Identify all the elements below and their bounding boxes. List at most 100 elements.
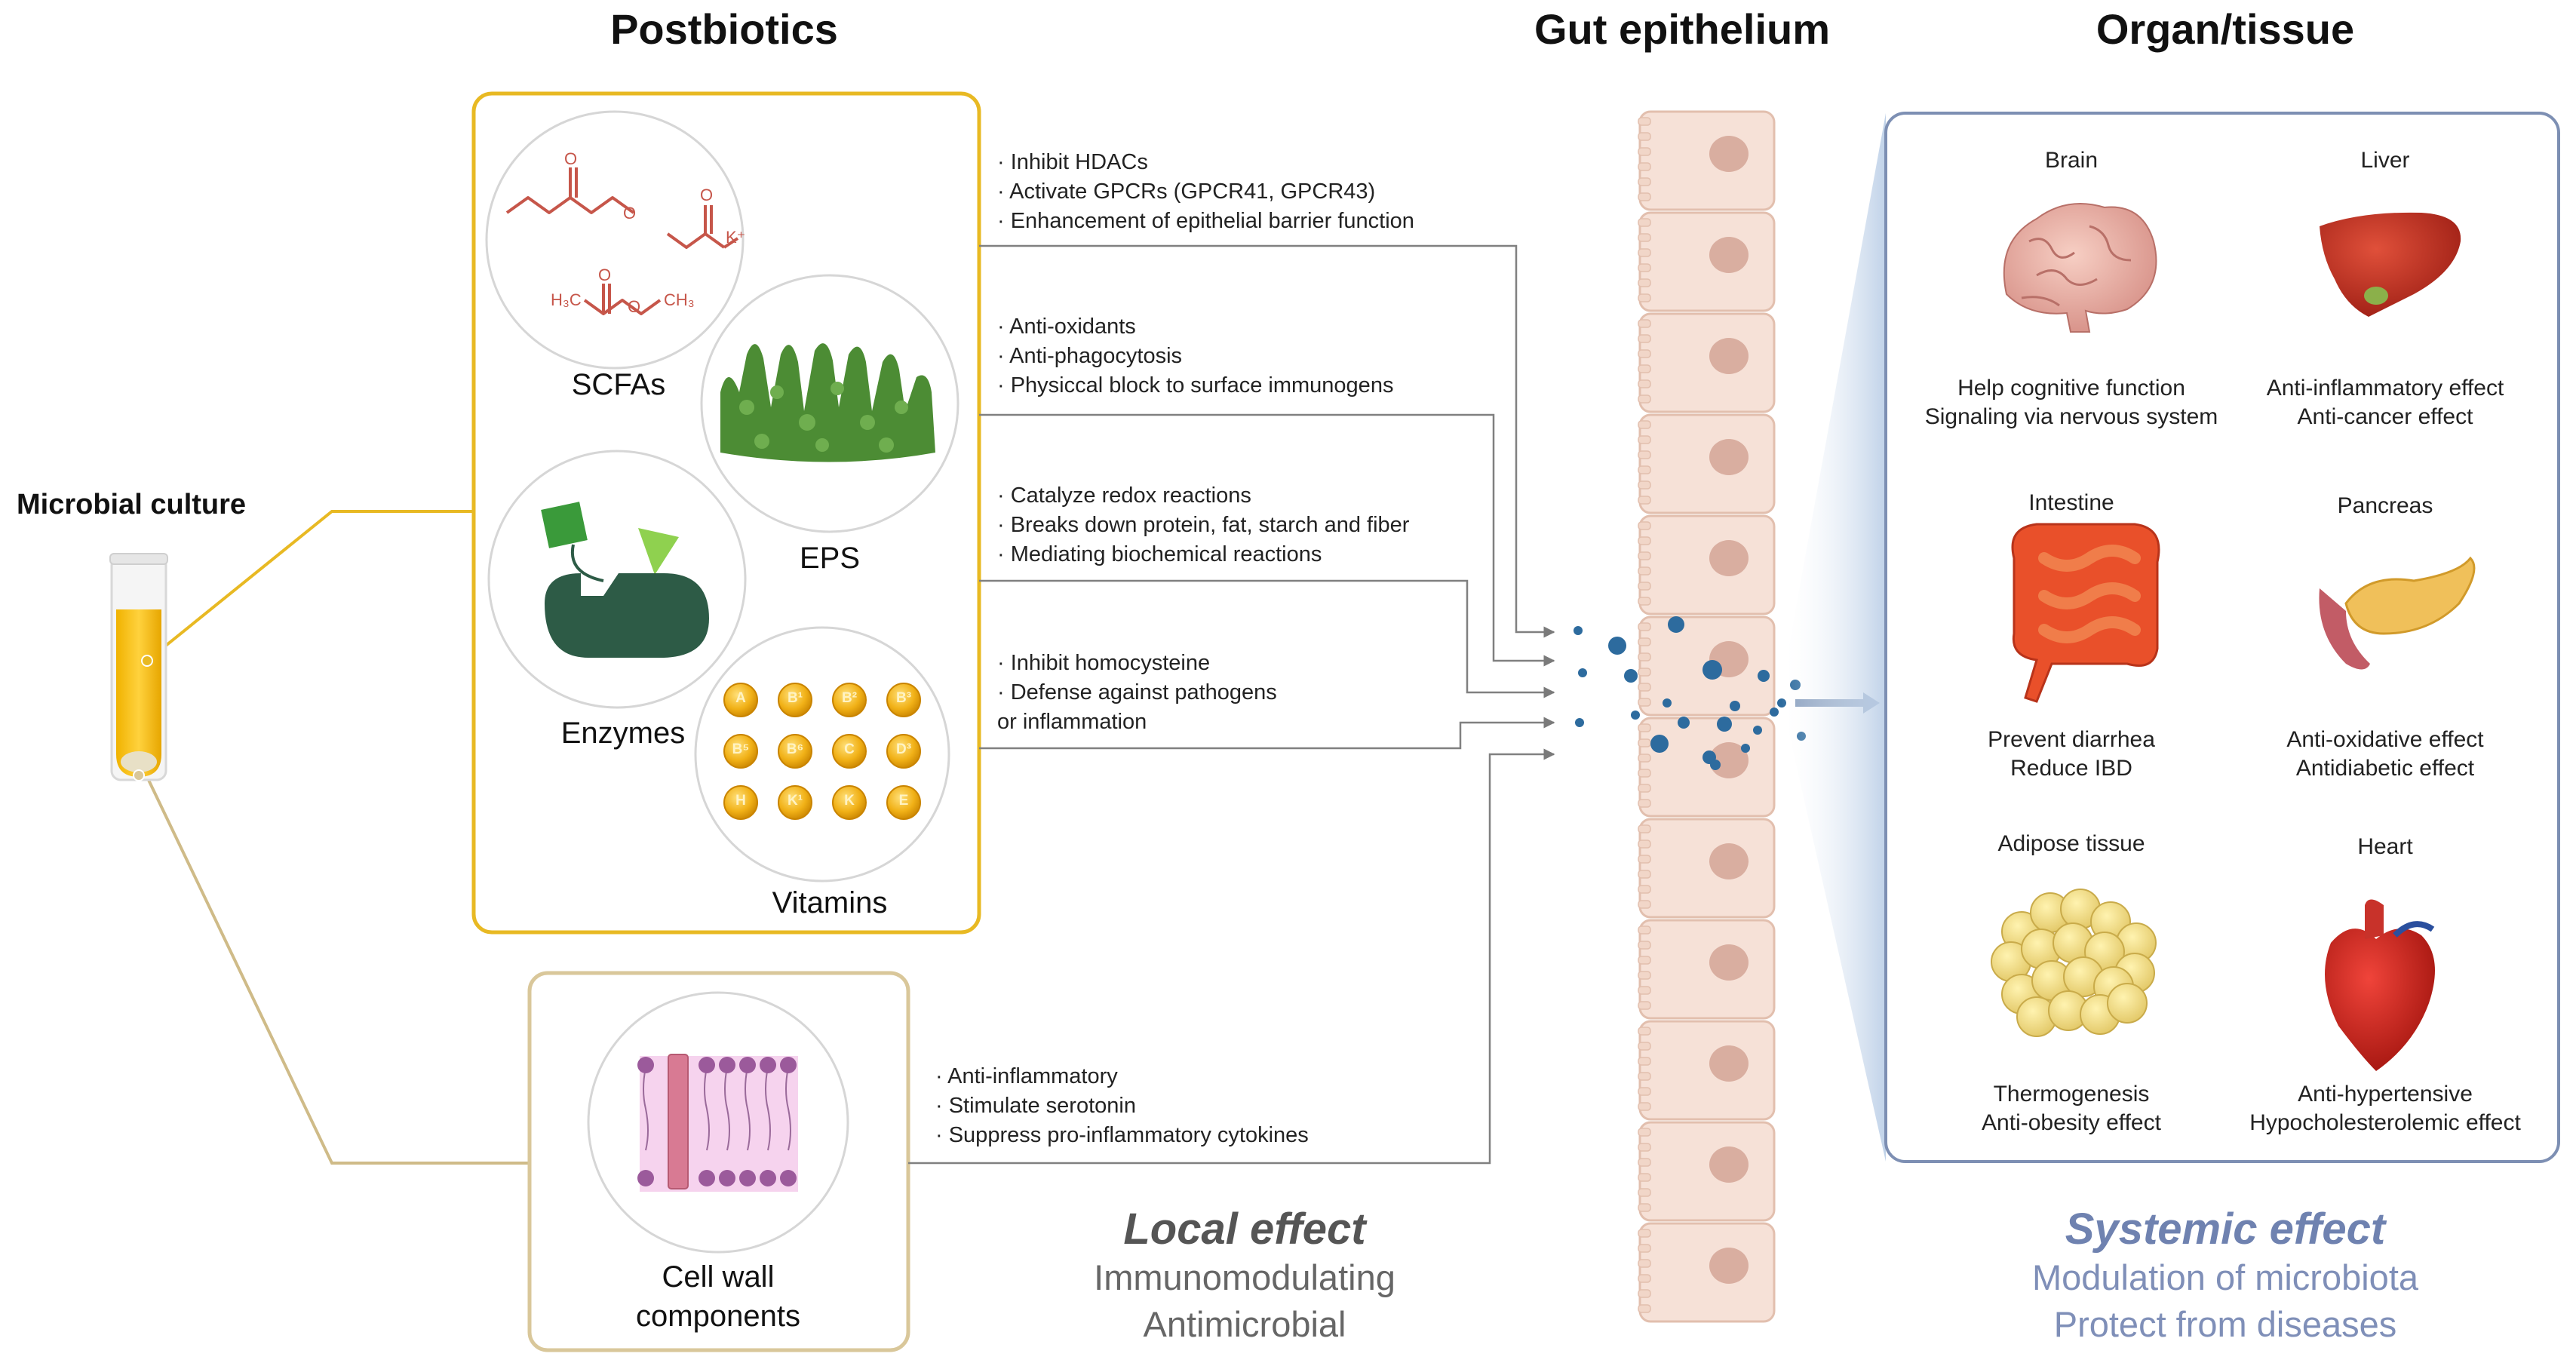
cell-wall-effect-item: · Anti-inflammatory (935, 1064, 1118, 1088)
lipid-head (698, 1170, 715, 1186)
lipid-head (739, 1170, 756, 1186)
vitamin-letter: E (898, 793, 909, 809)
adipose-effect-item: Thermogenesis (1993, 1082, 2150, 1107)
svg-text:O: O (564, 149, 577, 168)
lipid-tail (785, 1067, 791, 1151)
enzymes-effect-item: · Catalyze redox reactions (997, 483, 1251, 508)
vitamins-illustration (694, 626, 950, 882)
microvillus (1638, 293, 1651, 302)
vitamin-pill (832, 785, 867, 820)
epithelial-cell (1638, 1020, 1776, 1121)
microvillus (1638, 1143, 1651, 1152)
microvillus (1638, 683, 1651, 692)
microvillus (1638, 192, 1651, 201)
pancreas-icon (2319, 556, 2476, 670)
epithelial-cell (1638, 312, 1776, 413)
microvillus (1638, 582, 1651, 591)
intestine-name: Intestine (2028, 490, 2114, 515)
microvillus (1638, 1188, 1651, 1197)
vitamin-letter: H (735, 793, 746, 809)
lipid-head (637, 1170, 654, 1186)
molecule-dot (1758, 670, 1770, 682)
microvillus (1638, 1259, 1651, 1268)
enzymes-label: Enzymes (560, 717, 686, 750)
vitamin-pill (832, 734, 867, 769)
lipid-tail (724, 1067, 730, 1151)
effect-arrows (908, 244, 1555, 1165)
lipid-head (719, 1170, 735, 1186)
cell-nucleus (1709, 1045, 1749, 1082)
microvillus (1638, 435, 1651, 444)
microvillus (1638, 754, 1651, 763)
vitamin-letter: K¹ (787, 793, 803, 809)
microvillus (1638, 597, 1651, 606)
microvillus (1638, 652, 1651, 661)
cell-nucleus (1709, 439, 1749, 475)
microvillus (1638, 723, 1651, 732)
microvillus (1638, 349, 1651, 358)
adipose-icon (1991, 889, 2157, 1037)
microvillus (1638, 925, 1651, 935)
vitamin-pill (832, 683, 867, 717)
microvillus (1638, 536, 1651, 545)
enzymes-effect-item: · Breaks down protein, fat, starch and f… (997, 513, 1410, 537)
microvillus (1638, 147, 1651, 156)
vitamin-pill (723, 785, 758, 820)
scfas-effect-item: · Activate GPCRs (GPCR41, GPCR43) (997, 180, 1376, 204)
microvillus (1638, 177, 1651, 186)
cell-wall-effect-item: · Suppress pro-inflammatory cytokines (935, 1123, 1309, 1147)
cell-wall-label: Cell wall components (567, 1257, 869, 1336)
vitamins-label: Vitamins (772, 886, 888, 919)
vitamin-pill (723, 734, 758, 769)
lipid-bilayer (637, 1057, 797, 1186)
microvillus (1638, 248, 1651, 257)
intestine-effect-item: Reduce IBD (2010, 756, 2132, 781)
test-tube-icon (109, 553, 168, 781)
cell-nucleus (1709, 1146, 1749, 1183)
microvillus (1638, 379, 1651, 388)
organ-tissue-header: Organ/tissue (2095, 5, 2355, 53)
cell-nucleus (1709, 742, 1749, 778)
molecule-dot (1717, 717, 1732, 732)
molecule-dot (1631, 711, 1640, 720)
cell-nucleus (1709, 843, 1749, 879)
vitamin-letter: C (844, 741, 855, 757)
svg-text:O: O (628, 297, 640, 316)
microvillus (1638, 870, 1651, 879)
brain-icon (2003, 203, 2157, 333)
vitamins-effects: · Inhibit homocysteine· Defense against … (997, 649, 1277, 737)
molecule-dot (1624, 669, 1638, 683)
molecule-dot (1574, 626, 1583, 635)
vitamin-letter: B⁵ (732, 741, 750, 757)
cell-nucleus (1709, 1248, 1749, 1284)
eps-label: EPS (799, 542, 861, 575)
microvillus (1638, 162, 1651, 171)
microvillus (1638, 1158, 1651, 1167)
epithelial-cell (1638, 818, 1776, 919)
microvillus (1638, 263, 1651, 272)
scfas-effect-item: · Inhibit HDACs (997, 150, 1148, 174)
local-effect-title: Local effect (1123, 1205, 1366, 1254)
epithelial-cell (1638, 1121, 1776, 1222)
pancreas-effect-item: Anti-oxidative effect (2286, 727, 2484, 752)
pancreas-name: Pancreas (2337, 493, 2433, 518)
vitamins-effect-item: or inflammation (997, 710, 1147, 734)
vitamin-pill (778, 683, 812, 717)
vitamin-pill (778, 734, 812, 769)
vitamin-pill (886, 683, 921, 717)
cell-nucleus (1709, 944, 1749, 981)
microvillus (1638, 986, 1651, 995)
local-effect-line-2: Antimicrobial (1143, 1304, 1346, 1344)
lipid-head (698, 1057, 715, 1073)
microvillus (1638, 900, 1651, 909)
vitamin-letter: B⁶ (786, 741, 804, 757)
adipose-effect-item: Anti-obesity effect (1982, 1110, 2161, 1135)
cell-wall-effects: · Anti-inflammatory· Stimulate serotonin… (935, 1062, 1309, 1150)
vitamin-pill (886, 734, 921, 769)
lipid-tail (745, 1067, 751, 1151)
molecule-dot (1650, 735, 1669, 753)
vitamin-letter: A (735, 690, 746, 706)
